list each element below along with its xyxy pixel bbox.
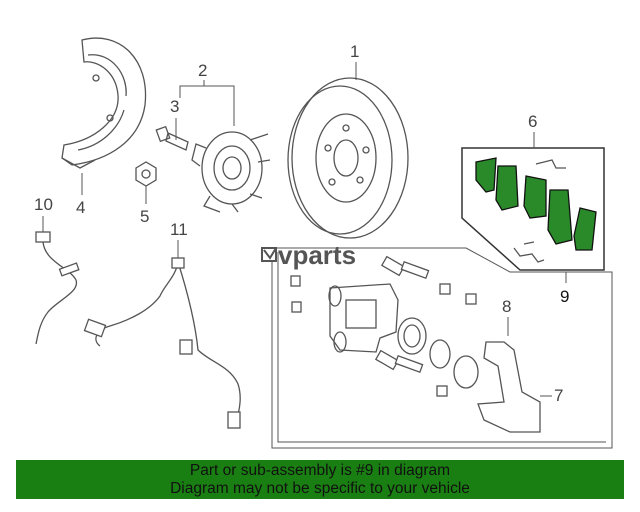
caliper-bracket-part[interactable] — [477, 341, 541, 433]
callout-11: 11 — [170, 220, 188, 239]
pad-clip-parts[interactable] — [513, 159, 566, 263]
callout-8: 8 — [502, 297, 511, 316]
banner-line-1: Part or sub-assembly is #9 in diagram — [189, 462, 451, 479]
callout-4: 4 — [76, 198, 85, 217]
brake-pad-kit-box[interactable] — [461, 147, 605, 271]
callout-3: 3 — [170, 97, 179, 116]
speed-sensor-part[interactable] — [83, 257, 241, 429]
callout-1: 1 — [350, 42, 359, 61]
caliper-body-part[interactable] — [328, 283, 399, 353]
info-banner: Part or sub-assembly is #9 in diagram Di… — [16, 460, 624, 499]
hub-bearing-part[interactable] — [191, 131, 271, 213]
callout-9: 9 — [560, 287, 569, 306]
guide-pin-parts[interactable] — [290, 255, 477, 397]
dust-shield-part[interactable] — [61, 37, 147, 169]
nut-part[interactable] — [135, 161, 157, 187]
caliper-assembly-box[interactable] — [271, 247, 613, 449]
callout-2: 2 — [198, 61, 207, 80]
brake-pad-set-part[interactable] — [475, 157, 597, 251]
callout-7: 7 — [554, 386, 563, 405]
banner-line-2: Diagram may not be specific to your vehi… — [170, 480, 470, 497]
callout-6: 6 — [528, 112, 537, 131]
callout-5: 5 — [140, 207, 149, 226]
piston-and-seals-part[interactable] — [397, 317, 479, 389]
callout-10: 10 — [34, 195, 53, 214]
wear-sensor-part[interactable] — [35, 231, 80, 345]
hub-bolt-part[interactable] — [155, 125, 189, 151]
watermark-text: vparts — [278, 240, 356, 270]
brake-rotor-part[interactable] — [287, 77, 409, 239]
vparts-logo: vparts — [261, 240, 356, 270]
